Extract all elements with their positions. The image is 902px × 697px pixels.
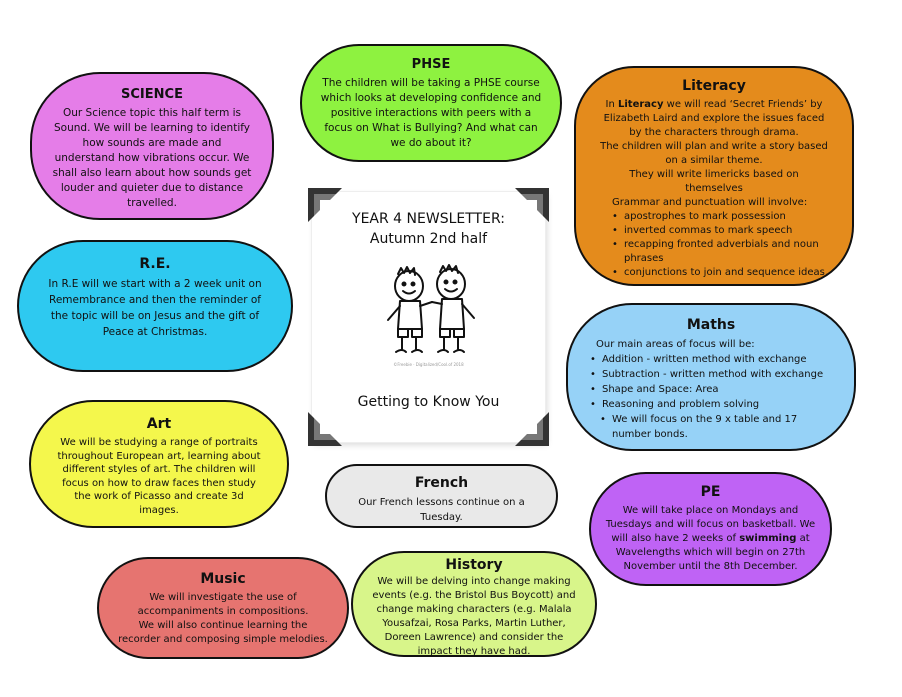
french-text: Our French lessons continue on a Tuesday…	[358, 497, 525, 523]
list-item: Shape and Space: Area	[590, 382, 838, 397]
literacy-intro-post: we will read ‘Secret Friends’ by Elizabe…	[603, 99, 825, 138]
list-item: apostrophes to mark possession	[612, 210, 828, 224]
list-item: inverted commas to mark speech	[612, 224, 828, 238]
art-text: We will be studying a range of portraits…	[57, 437, 261, 516]
list-item: Addition - written method with exchange	[590, 352, 838, 367]
newsletter-title: YEAR 4 NEWSLETTER: Autumn 2nd half	[312, 209, 545, 249]
newsletter-title-line1: YEAR 4 NEWSLETTER:	[352, 211, 505, 227]
re-heading: R.E.	[139, 256, 171, 272]
literacy-intro: In Literacy we will read ‘Secret Friends…	[600, 98, 828, 140]
maths-section: Maths Our main areas of focus will be: A…	[566, 303, 856, 451]
newsletter-title-line2: Autumn 2nd half	[369, 231, 488, 247]
illustration-credit: ©Freebie · Digitalized/Cool.of 2018	[393, 362, 464, 367]
maths-list: Addition - written method with exchange …	[590, 352, 838, 442]
literacy-line4: Grammar and punctuation will involve:	[612, 197, 808, 208]
re-text: In R.E will we start with a 2 week unit …	[48, 278, 262, 338]
pe-text-post: at Wavelengths which will begin on 27th …	[615, 533, 810, 572]
photo-corner-icon	[308, 188, 342, 222]
phse-heading: PHSE	[411, 57, 451, 72]
literacy-line2: The children will plan and write a story…	[600, 141, 828, 166]
pe-text-bold: swimming	[739, 533, 797, 544]
newsletter-subtitle: Getting to Know You	[357, 394, 500, 410]
phse-section: PHSE The children will be taking a PHSE …	[300, 44, 562, 162]
phse-text: The children will be taking a PHSE cours…	[320, 77, 542, 149]
science-section: SCIENCE Our Science topic this half term…	[30, 72, 274, 220]
literacy-intro-bold: Literacy	[617, 99, 664, 110]
art-heading: Art	[146, 416, 172, 432]
re-section: R.E. In R.E will we start with a 2 week …	[17, 240, 293, 372]
history-heading: History	[445, 557, 503, 573]
list-item: conjunctions to join and sequence ideas.	[612, 266, 828, 280]
pe-heading: PE	[700, 484, 721, 500]
french-heading: French	[414, 475, 469, 491]
photo-corner-icon	[515, 188, 549, 222]
literacy-list: apostrophes to mark possession inverted …	[612, 210, 828, 280]
photo-corner-icon	[515, 412, 549, 446]
history-text: We will be delving into change making ev…	[372, 576, 576, 657]
literacy-section: Literacy In Literacy we will read ‘Secre…	[574, 66, 854, 286]
french-section: French Our French lessons continue on a …	[325, 464, 558, 528]
art-section: Art We will be studying a range of portr…	[29, 400, 289, 528]
list-item: We will focus on the 9 x table and 17 nu…	[600, 412, 838, 442]
list-item: Subtraction - written method with exchan…	[590, 367, 838, 382]
pe-section: PE We will take place on Mondays and Tue…	[589, 472, 832, 586]
list-item: recapping fronted adverbials and noun ph…	[612, 238, 828, 266]
music-line1: We will investigate the use of accompani…	[137, 592, 309, 617]
literacy-line3: They will write limericks based on thems…	[629, 169, 799, 194]
science-heading: SCIENCE	[121, 87, 183, 102]
maths-heading: Maths	[686, 317, 736, 333]
literacy-heading: Literacy	[682, 78, 746, 94]
two-friends-icon	[376, 262, 486, 362]
pe-text-pre: We will take place on Mondays and Tuesda…	[605, 505, 816, 544]
list-item: Reasoning and problem solving	[590, 397, 838, 412]
science-text: Our Science topic this half term is Soun…	[52, 107, 252, 209]
photo-corner-icon	[308, 412, 342, 446]
music-heading: Music	[200, 571, 246, 587]
music-section: Music We will investigate the use of acc…	[97, 557, 349, 659]
pe-text: We will take place on Mondays and Tuesda…	[599, 504, 822, 574]
history-section: History We will be delving into change m…	[351, 551, 597, 657]
newsletter-title-card: YEAR 4 NEWSLETTER: Autumn 2nd half	[308, 188, 549, 446]
maths-intro: Our main areas of focus will be:	[596, 339, 755, 350]
literacy-intro-pre: In	[605, 99, 618, 110]
music-line2: We will also continue learning the recor…	[118, 620, 328, 645]
